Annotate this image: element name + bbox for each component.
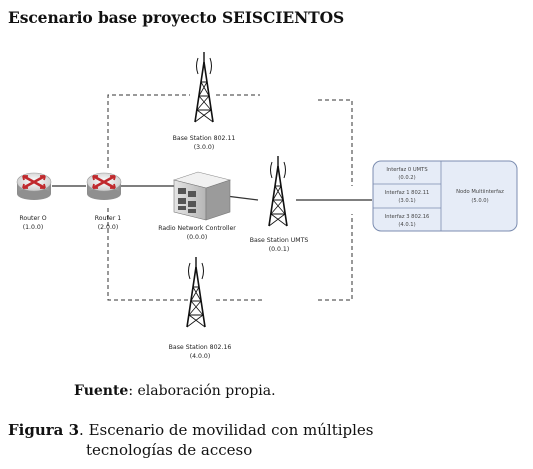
solid-links — [52, 185, 372, 201]
interface-2-addr: (4.0.1) — [398, 222, 415, 228]
source-text: : elaboración propia. — [128, 383, 276, 399]
router-1-name: Router 1 — [95, 215, 121, 222]
network-diagram: Router O (1.0.0) Router 1 (2.0.0) Radio … — [15, 51, 518, 360]
interface-1-addr: (3.0.1) — [398, 198, 415, 204]
router-0-name: Router O — [19, 215, 46, 222]
bs-802-11-addr: (3.0.0) — [194, 144, 215, 151]
diagram-title: Escenario base proyecto SEISCIENTOS — [8, 8, 345, 27]
source-label: Fuente — [74, 383, 129, 399]
router-0-addr: (1.0.0) — [23, 224, 44, 231]
interface-0-name: Interfaz 0 UMTS — [386, 167, 427, 173]
bs-umts-name: Base Station UMTS — [250, 237, 309, 244]
router-1-icon — [85, 171, 123, 202]
rnc-addr: (0.0.0) — [187, 234, 208, 241]
figure-source: Fuente: elaboración propia. — [74, 383, 276, 399]
interface-2-name: Interfaz 3 802.16 — [385, 214, 430, 220]
tower-umts-icon — [268, 155, 288, 227]
multi-node-name: Nodo Multiinterfaz — [456, 189, 504, 195]
figure-caption: Figura 3. Escenario de movilidad con múl… — [8, 420, 528, 460]
bs-umts-addr: (0.0.1) — [269, 246, 290, 253]
interface-0-addr: (0.0.2) — [398, 175, 415, 181]
caption-line-1: . Escenario de movilidad con múltiples — [79, 421, 374, 439]
rnc-name: Radio Network Controller — [158, 225, 236, 232]
bs-802-16-name: Base Station 802.16 — [169, 344, 232, 351]
connection-lines — [107, 94, 372, 301]
interface-1-name: Interfaz 1 802.11 — [385, 190, 430, 196]
bs-802-16-addr: (4.0.0) — [190, 353, 211, 360]
caption-label: Figura 3 — [8, 421, 80, 439]
tower-802-16-icon — [186, 256, 206, 328]
rnc-server-icon — [172, 171, 232, 221]
bs-802-11-name: Base Station 802.11 — [173, 135, 236, 142]
multi-interface-node: Interfaz 0 UMTS (0.0.2) Interfaz 1 802.1… — [372, 160, 518, 232]
router-1-addr: (2.0.0) — [98, 224, 119, 231]
caption-line-2: tecnologías de acceso — [86, 441, 253, 459]
multi-node-addr: (5.0.0) — [471, 198, 488, 204]
tower-802-11-icon — [194, 51, 214, 123]
router-0-icon — [15, 171, 53, 202]
